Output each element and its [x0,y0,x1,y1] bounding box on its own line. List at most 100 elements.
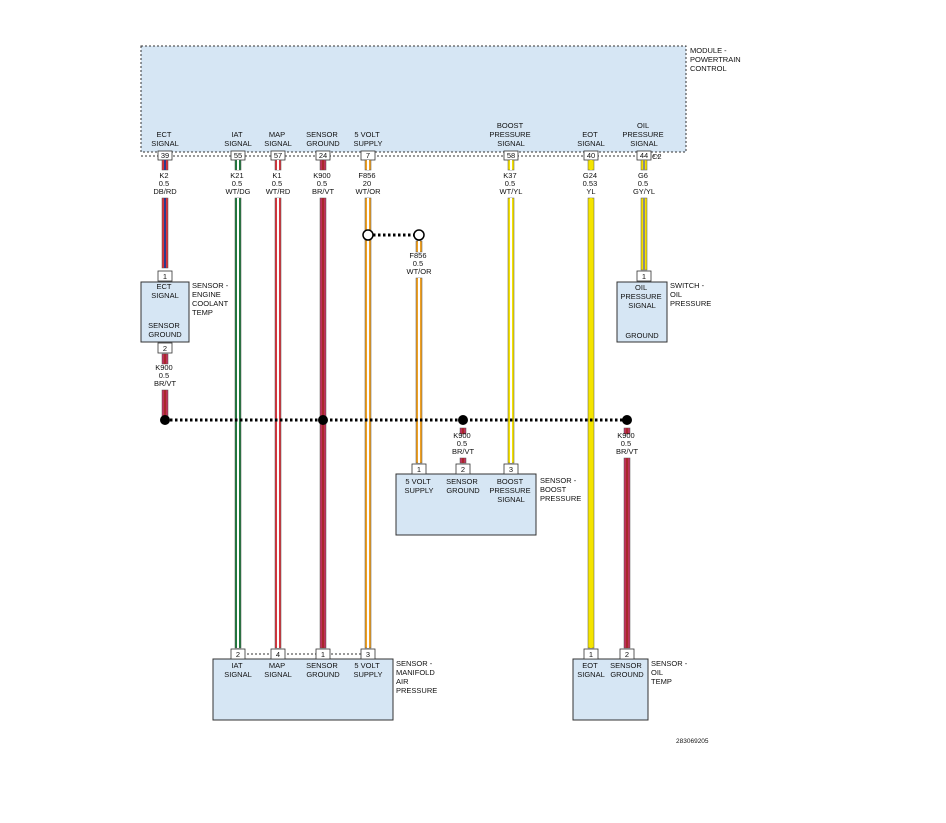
svg-text:3: 3 [509,465,513,474]
wire-k900-boost-stub-core [462,428,464,434]
wire-k900-oil-temp-ground-core [626,458,628,648]
splice-ground-boost [458,415,468,425]
ect-pin2-label: SENSOR GROUND [148,321,182,339]
wire-g24-eot-signal-core [590,198,592,648]
wire-label-k21: K21 0.5 WT/DG [226,171,251,196]
splice-ground-ect [160,415,170,425]
svg-text:1: 1 [321,650,325,659]
oil-switch-ground-label: GROUND [625,331,659,340]
module-connector-id: C2 [652,152,662,161]
svg-text:2: 2 [461,465,465,474]
boost-sensor-name: SENSOR - BOOST PRESSURE [540,476,581,503]
map-pin-2: 2 [230,648,246,660]
oil-temp-pin-1: 1 [583,648,599,660]
wire-k900-ect-stub-core [164,354,166,364]
wire-f856-stub-core [367,160,369,170]
boost-pin-2: 2 [455,463,471,475]
svg-text:40: 40 [587,151,595,160]
module-pin-label-ect: ECT SIGNAL [151,130,179,148]
svg-text:57: 57 [274,151,282,160]
ect-pin-1: 1 [157,270,173,282]
wire-label-f856-main: F856 20 WT/OR [356,171,382,196]
svg-text:4: 4 [276,650,280,659]
wire-label-k1: K1 0.5 WT/RD [266,171,291,196]
wire-label-k900-main: K900 0.5 BR/VT [312,171,335,196]
oil-switch-pin1-label: OIL PRESSURE SIGNAL [620,283,663,310]
svg-text:1: 1 [163,272,167,281]
map-pin-3: 3 [360,648,376,660]
wire-label-g24: G24 0.53 YL [583,171,600,196]
wire-label-f856-boost: F856 0.5 WT/OR [407,251,433,276]
wire-g24-stub-core [590,160,592,170]
map-pin1-label: SENSOR GROUND [306,661,340,679]
map-pin2-label: IAT SIGNAL [224,661,252,679]
oil-temp-sensor-name: SENSOR - OIL TEMP [651,659,689,686]
wire-k2-stub-core [164,160,166,170]
wire-group [161,159,648,649]
wire-k21-iat-signal-core [237,198,239,648]
svg-text:39: 39 [161,151,169,160]
svg-text:44: 44 [640,151,648,160]
oil-pressure-switch-box [616,281,668,343]
module-pin-label-eot: EOT SIGNAL [577,130,605,148]
oil-temp-pin1-label: EOT SIGNAL [577,661,605,679]
boost-sensor-box [395,473,537,536]
wire-label-k2: K2 0.5 DB/RD [153,171,177,196]
wire-f856-boost-stub-core [418,241,420,252]
svg-text:24: 24 [319,151,327,160]
boost-pin-3: 3 [503,463,519,475]
module-pin-label-oil-pressure: OIL PRESSURE SIGNAL [622,121,665,148]
wire-label-k900-boost: K900 0.5 BR/VT [452,431,475,456]
wire-k900-ect-ground-core [164,390,166,416]
module-pin-label-iat: IAT SIGNAL [224,130,252,148]
map-sensor-name: SENSOR - MANIFOLD AIR PRESSURE [396,659,437,695]
wire-k900-stub-core [322,160,324,170]
wire-f856-boost-supply-core [418,278,420,463]
module-pin-44: 44 [636,150,652,161]
svg-text:1: 1 [417,465,421,474]
svg-text:58: 58 [507,151,515,160]
figure-id: 283069205 [676,738,709,745]
ect-pin-2: 2 [157,342,173,354]
wire-k1-map-signal-core [277,198,279,648]
module-pin-7: 7 [360,150,376,161]
svg-text:7: 7 [366,151,370,160]
wire-k37-stub-core [510,160,512,170]
map-pin-4: 4 [270,648,286,660]
boost-pin1-label: 5 VOLT SUPPLY [404,477,433,495]
svg-text:1: 1 [589,650,593,659]
boost-pin-1: 1 [411,463,427,475]
oil-temp-sensor-box [572,658,649,721]
wire-k2-ect-signal-core [164,198,166,268]
map-sensor-box [212,658,394,721]
splice-5v-left [362,229,374,241]
svg-text:2: 2 [163,344,167,353]
ect-pin1-label: ECT SIGNAL [151,282,179,300]
wire-k1-stub-core [277,160,279,170]
wire-k21-stub-core [237,160,239,170]
wire-k900-oil-stub-core [626,428,628,434]
boost-pin2-label: SENSOR GROUND [446,477,480,495]
svg-text:2: 2 [625,650,629,659]
module-pin-24: 24 [315,150,331,161]
splice-ground-oil [622,415,632,425]
module-pin-label-5v: 5 VOLT SUPPLY [353,130,382,148]
svg-text:55: 55 [234,151,242,160]
splice-5v-right [413,229,425,241]
oil-temp-pin-2: 2 [619,648,635,660]
wire-label-k37: K37 0.5 WT/YL [500,171,523,196]
wire-label-k900-oil: K900 0.5 BR/VT [616,431,639,456]
wire-k37-boost-signal-core [510,198,512,463]
module-pin-58: 58 [503,150,519,161]
map-pin4-label: MAP SIGNAL [264,661,292,679]
ect-sensor-box [140,281,190,343]
wire-k900-boost-ground-core [462,458,464,463]
module-pin-39: 39 [157,150,173,161]
svg-text:2: 2 [236,650,240,659]
wire-label-k900-ect: K900 0.5 BR/VT [154,363,177,388]
svg-text:3: 3 [366,650,370,659]
splice-ground-main [318,415,328,425]
oil-switch-name: SWITCH - OIL PRESSURE [670,281,711,308]
oil-switch-pin-1: 1 [636,270,652,282]
